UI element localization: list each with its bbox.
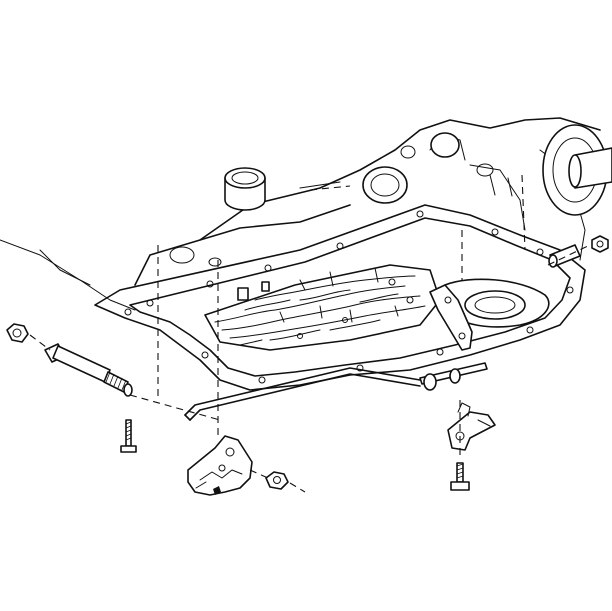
manual-shift-lever xyxy=(187,435,253,496)
bolt-left xyxy=(120,419,137,453)
threaded-shaft xyxy=(44,343,133,397)
bushing-part xyxy=(224,167,266,211)
bolt-right xyxy=(450,462,470,491)
case-boss-2 xyxy=(430,132,460,158)
oil-pan-flange xyxy=(94,204,586,391)
hex-nut-right xyxy=(591,235,609,253)
alignment-guides xyxy=(29,174,591,458)
detent-lever-bracket xyxy=(429,284,473,351)
case-boss-1 xyxy=(362,166,408,204)
hex-nut-left xyxy=(6,323,29,343)
detent-spring-bracket xyxy=(447,402,496,451)
output-shaft-housing xyxy=(542,124,612,216)
filter-port xyxy=(464,290,526,320)
linkage-rod xyxy=(419,362,488,391)
valve-body xyxy=(204,264,441,351)
filter-housing xyxy=(444,278,550,328)
selector-shaft-rod xyxy=(184,367,421,421)
transmission-case xyxy=(0,117,612,311)
hex-nut-lever xyxy=(265,471,289,490)
